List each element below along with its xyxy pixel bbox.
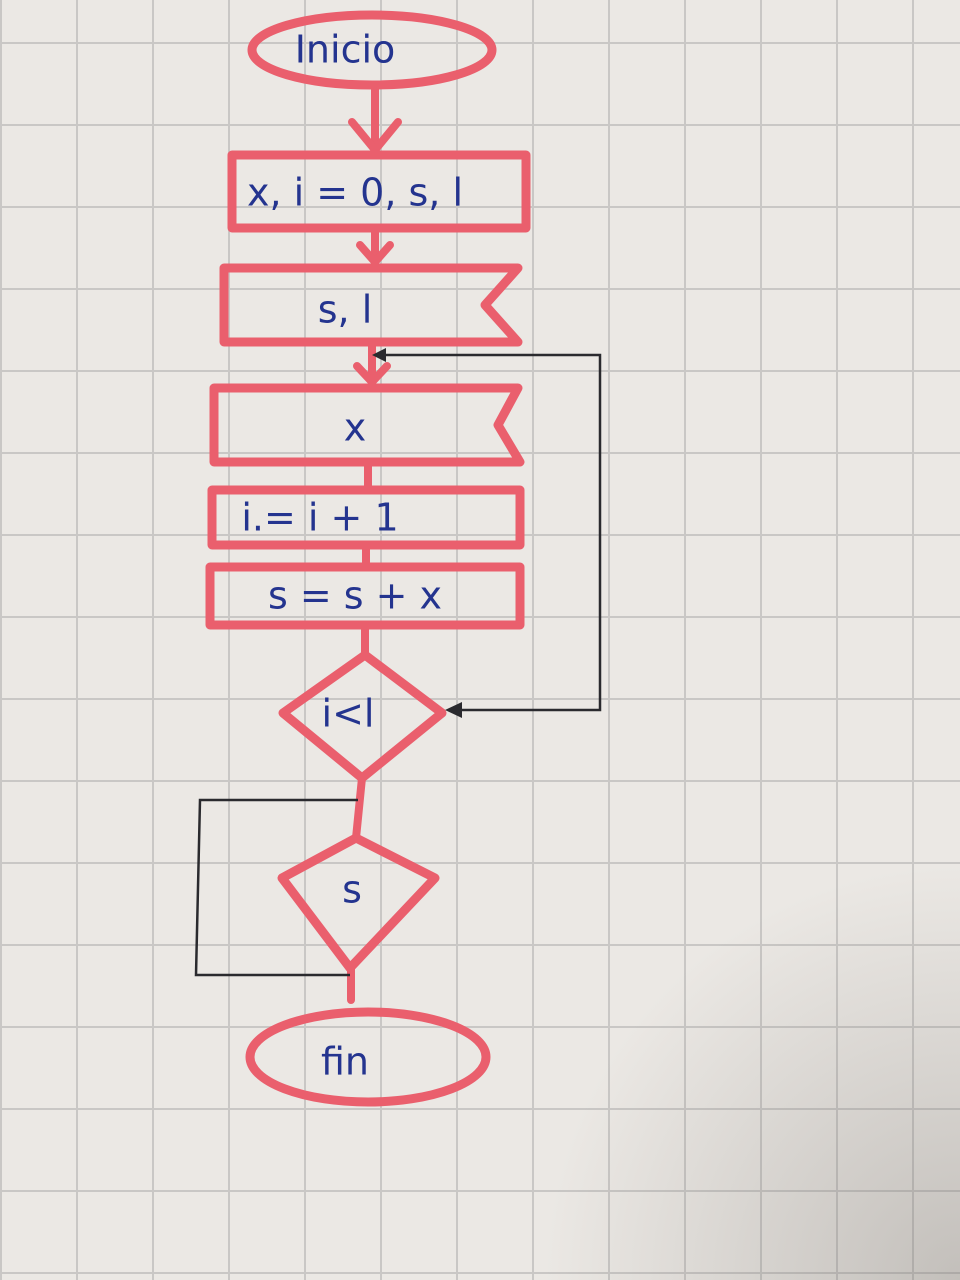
input-shape (219, 263, 523, 347)
output-label: s (342, 868, 362, 912)
loop-arrow-head (372, 348, 386, 362)
process-2-label: s = s + x (268, 574, 442, 618)
process-box (207, 485, 525, 550)
end-label: fin (321, 1040, 369, 1084)
start-terminal: Inicio (247, 10, 497, 90)
connector-decision-output (352, 774, 366, 842)
init-box (227, 150, 531, 233)
input-2-label: x (344, 406, 367, 450)
input-s-l: s, l (219, 263, 523, 347)
loop-arrow-head (445, 702, 462, 718)
decision-label: i<l (322, 692, 375, 736)
paper-shadow (540, 860, 960, 1280)
start-label: Inicio (295, 28, 396, 72)
init-label: x, i = 0, s, l (247, 171, 463, 215)
loop-lines (194, 348, 602, 977)
input-x: x (209, 383, 525, 467)
input-1-label: s, l (318, 288, 373, 332)
arrow-head (348, 118, 402, 157)
arrow-head (356, 241, 394, 269)
decision-diamond (278, 650, 447, 783)
process-1-label: i.= i + 1 (241, 496, 398, 540)
arrow-head (353, 362, 391, 388)
end-terminal: fin (245, 1007, 491, 1107)
process-box (205, 562, 525, 630)
loop-back-line (380, 353, 602, 712)
flow-connectors (347, 81, 402, 1004)
output-loop-line (194, 798, 358, 977)
output: s (277, 833, 440, 973)
end-oval (245, 1007, 491, 1107)
output-shape (277, 833, 440, 973)
sum-process: s = s + x (205, 562, 525, 630)
increment-process: i.= i + 1 (207, 485, 525, 550)
init-process: x, i = 0, s, l (227, 150, 531, 233)
start-oval (247, 10, 497, 90)
input-shape (209, 383, 525, 467)
decision: i<l (278, 650, 447, 783)
